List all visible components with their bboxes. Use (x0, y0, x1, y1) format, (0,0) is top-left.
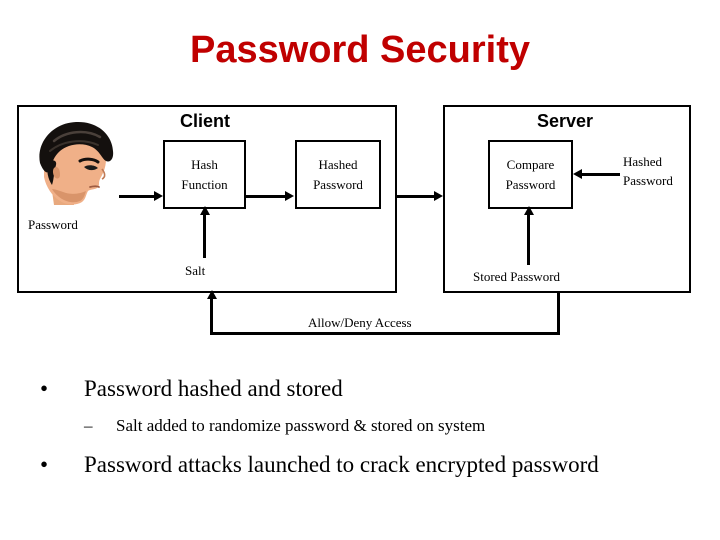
client-hashed-password-line-2: Password (313, 176, 363, 192)
bullet-text: Password attacks launched to crack encry… (84, 452, 599, 477)
arrow-hash-to-hashed-head (285, 191, 294, 201)
hash-function-box: Hash Function (163, 140, 246, 209)
arrow-client-to-server-head (434, 191, 443, 201)
compare-password-line-2: Password (505, 176, 556, 192)
bullet-marker: • (40, 452, 49, 477)
server-zone-label: Server (536, 111, 594, 131)
arrow-hashed-to-compare-line (582, 173, 620, 176)
arrow-hash-to-hashed-line (246, 195, 286, 198)
bullet-text: Password hashed and stored (84, 376, 343, 401)
bullet-item-1: • Password hashed and stored (28, 374, 718, 404)
arrow-password-to-hash-line (119, 195, 155, 198)
client-hashed-password-box: Hashed Password (295, 140, 381, 209)
bullet-text: Salt added to randomize password & store… (116, 416, 486, 435)
arrow-password-to-hash-head (154, 191, 163, 201)
feedback-path-right-segment (557, 292, 560, 334)
compare-password-box: Compare Password (488, 140, 573, 209)
arrow-hashed-to-compare-head (573, 169, 582, 179)
bullet-item-3: • Password attacks launched to crack enc… (28, 450, 718, 480)
server-zone-box (443, 105, 691, 293)
server-hashed-password-label: Hashed Password (623, 154, 673, 188)
compare-password-line-1: Compare (506, 156, 555, 172)
bullet-marker: – (84, 416, 93, 435)
allow-deny-access-label: Allow/Deny Access (308, 315, 412, 330)
bullet-list: • Password hashed and stored – Salt adde… (28, 374, 718, 480)
hash-function-line-1: Hash (191, 156, 218, 172)
client-hashed-password-line-1: Hashed (318, 156, 358, 172)
feedback-path-bottom-segment (210, 332, 560, 335)
feedback-path-left-segment (210, 298, 213, 334)
user-head-avatar (39, 121, 114, 205)
hash-function-line-2: Function (181, 176, 228, 192)
arrow-stored-to-compare-line (527, 214, 530, 265)
bullet-marker: • (40, 376, 49, 401)
stored-password-label: Stored Password (473, 269, 561, 284)
client-zone-label: Client (179, 111, 230, 131)
arrow-salt-to-hash-head (200, 206, 210, 215)
page-title: Password Security (189, 29, 531, 71)
bullet-item-2: – Salt added to randomize password & sto… (28, 414, 718, 438)
password-input-label: Password (28, 217, 78, 232)
arrow-stored-to-compare-head (524, 206, 534, 215)
salt-label: Salt (185, 263, 206, 278)
arrow-salt-to-hash-line (203, 214, 206, 258)
feedback-path-arrow-head (207, 290, 217, 299)
arrow-client-to-server-line (396, 195, 436, 198)
